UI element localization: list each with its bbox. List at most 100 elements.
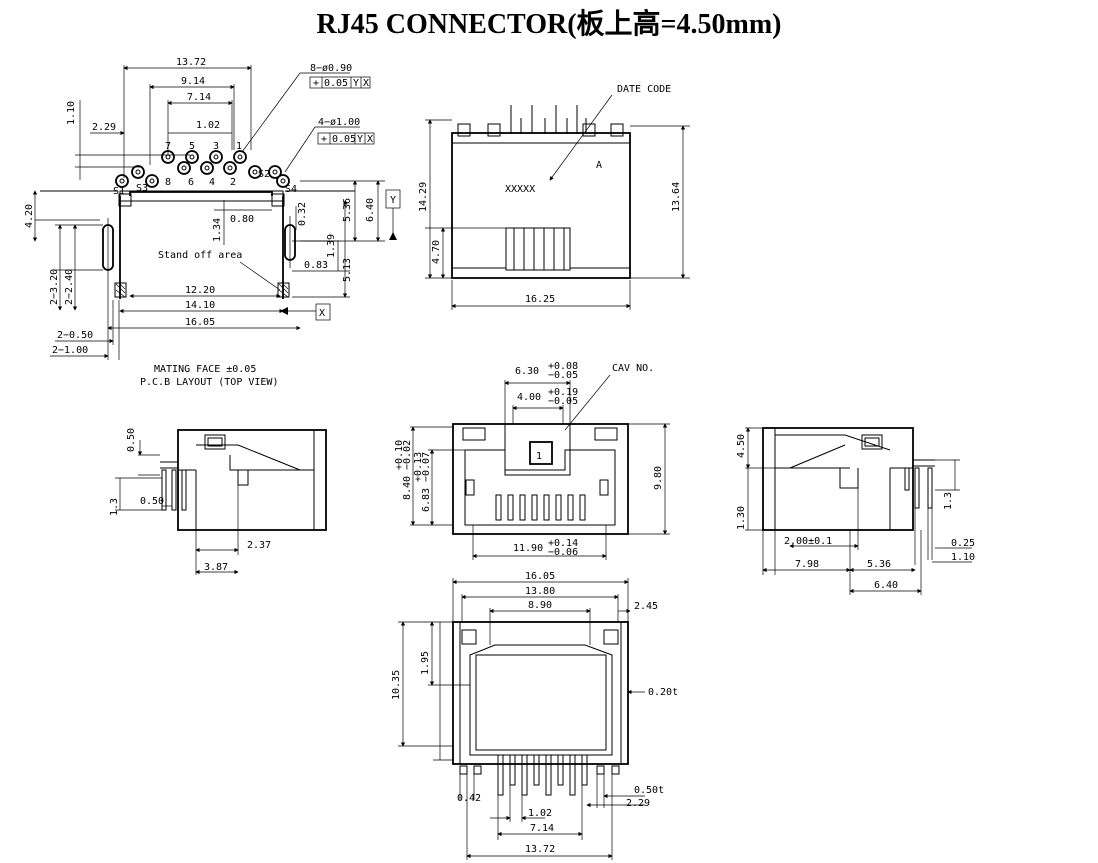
dim-5-13: 5.13 xyxy=(342,258,353,282)
dim-13-64: 13.64 xyxy=(671,182,682,212)
dim-12-20: 12.20 xyxy=(185,285,215,296)
svg-text:+0.10: +0.10 xyxy=(394,440,405,470)
dim-0-50: 0.50 xyxy=(126,428,137,452)
contact-pins xyxy=(495,494,586,521)
pin-label: S1 xyxy=(113,186,125,197)
dim-6-30: 6.30 xyxy=(515,366,539,377)
dim-4-20: 4.20 xyxy=(24,204,35,228)
dim-2x0-50: 2−0.50 xyxy=(57,330,93,341)
marking-a: A xyxy=(596,160,602,171)
pin-label: S2 xyxy=(258,169,270,180)
dim-2-37: 2.37 xyxy=(247,540,271,551)
dim-4-00: 4.00 xyxy=(517,392,541,403)
dim-16-05: 16.05 xyxy=(525,571,555,582)
drawing-title: RJ45 CONNECTOR(板上高=4.50mm) xyxy=(316,9,782,40)
dim-1-34: 1.34 xyxy=(212,218,223,242)
pin-label: 5 xyxy=(189,141,195,152)
bottom-pins xyxy=(459,754,620,796)
dim-0-83: 0.83 xyxy=(304,260,328,271)
tolerance-value: 0.05 xyxy=(332,134,356,145)
svg-text:Y: Y xyxy=(353,78,359,89)
dim-7-98: 7.98 xyxy=(795,559,819,570)
dim-14-29: 14.29 xyxy=(418,182,429,212)
dim-1-3: 1.3 xyxy=(109,498,120,516)
svg-text:−0.06: −0.06 xyxy=(548,547,578,558)
dim-4-70: 4.70 xyxy=(431,240,442,264)
left-side-view: 0.50 1.3 0.50 2.37 3.87 xyxy=(109,428,327,575)
front-view: 1 6.30 +0.08 −0.05 4.00 +0.19 −0.05 CAV … xyxy=(394,361,670,560)
pin-label: S4 xyxy=(285,184,297,195)
dim-1-39: 1.39 xyxy=(326,234,337,258)
dim-2x3-20: 2−3.20 xyxy=(49,269,60,305)
dim-8-40: 8.40 xyxy=(402,476,413,500)
datum-x: X xyxy=(319,308,325,319)
svg-text:X: X xyxy=(367,134,373,145)
dim-5-36: 5.36 xyxy=(867,559,891,570)
pin-label: 7 xyxy=(165,141,171,152)
top-view: XXXXX A DATE CODE 14.29 4.70 13.64 16.25 xyxy=(418,84,690,310)
dim-1-10: 1.10 xyxy=(951,552,975,563)
dim-13-72: 13.72 xyxy=(525,844,555,855)
dim-6-40: 6.40 xyxy=(874,580,898,591)
dim-6-40: 6.40 xyxy=(365,198,376,222)
pin-label: 3 xyxy=(213,141,219,152)
svg-text:+0.08: +0.08 xyxy=(548,361,578,372)
pin-label: 2 xyxy=(230,177,236,188)
dim-7-14: 7.14 xyxy=(187,92,211,103)
svg-text:+0.19: +0.19 xyxy=(548,387,578,398)
hole-note-4x1-00: 4−ø1.00 xyxy=(318,117,360,128)
stand-off-area-label: Stand off area xyxy=(158,250,242,261)
dim-8-90: 8.90 xyxy=(528,600,552,611)
dim-1-10: 1.10 xyxy=(66,101,77,125)
dim-1-02: 1.02 xyxy=(196,120,220,131)
dim-1-95: 1.95 xyxy=(420,651,431,675)
dim-10-35: 10.35 xyxy=(391,670,402,700)
dim-2-29: 2.29 xyxy=(626,798,650,809)
dim-16-25: 16.25 xyxy=(525,294,555,305)
datum-y: Y xyxy=(390,195,396,206)
pcb-layout-view: 7 5 3 1 8 6 4 2 S1 S3 S2 S4 13.72 9.14 7… xyxy=(24,57,401,388)
pin-label: S3 xyxy=(136,183,148,194)
dim-9-14: 9.14 xyxy=(181,76,205,87)
pin-label: 6 xyxy=(188,177,194,188)
svg-text:+: + xyxy=(321,134,327,145)
pin-holes xyxy=(115,150,290,188)
dim-13-72: 13.72 xyxy=(176,57,206,68)
dim-1-02: 1.02 xyxy=(528,808,552,819)
dim-16-05: 16.05 xyxy=(185,317,215,328)
right-side-view: 4.50 1.30 1.3 0.25 1.10 2.00±0.1 7.98 5.… xyxy=(736,427,975,595)
dim-0-32: 0.32 xyxy=(297,202,308,226)
dim-2x1-00: 2−1.00 xyxy=(52,345,88,356)
dim-0-20t: 0.20t xyxy=(648,687,678,698)
pin-label: 8 xyxy=(165,177,171,188)
dim-2x2-40: 2−2.40 xyxy=(64,269,75,305)
svg-text:−0.05: −0.05 xyxy=(548,370,578,381)
dim-13-80: 13.80 xyxy=(525,586,555,597)
dim-3-87: 3.87 xyxy=(204,562,228,573)
caption-pcb-layout: P.C.B LAYOUT (TOP VIEW) xyxy=(140,377,278,388)
dim-2-45: 2.45 xyxy=(634,601,658,612)
dim-1-3: 1.3 xyxy=(943,492,954,510)
caption-mating-face: MATING FACE ±0.05 xyxy=(154,364,256,375)
cav-number-value: 1 xyxy=(536,451,542,462)
dim-4-50: 4.50 xyxy=(736,434,747,458)
svg-text:−0.07: −0.07 xyxy=(421,452,432,482)
dim-11-90: 11.90 xyxy=(513,543,543,554)
dim-14-10: 14.10 xyxy=(185,300,215,311)
svg-text:X: X xyxy=(363,78,369,89)
dim-1-30: 1.30 xyxy=(736,506,747,530)
dim-6-83: 6.83 xyxy=(421,488,432,512)
dim-0-42: 0.42 xyxy=(457,793,481,804)
svg-text:−0.02: −0.02 xyxy=(402,440,413,470)
hole-note-8x0-90: 8−ø0.90 xyxy=(310,63,352,74)
tolerance-value: 0.05 xyxy=(324,78,348,89)
bottom-view: 16.05 13.80 8.90 2.45 10.35 1.95 0.20t 0… xyxy=(391,571,678,860)
dim-0-50t: 0.50t xyxy=(634,785,664,796)
cav-no-label: CAV NO. xyxy=(612,363,654,374)
date-code-label: DATE CODE xyxy=(617,84,671,95)
dim-2-00: 2.00±0.1 xyxy=(784,536,832,547)
pin-label: 1 xyxy=(236,141,242,152)
dim-2-29: 2.29 xyxy=(92,122,116,133)
dim-0-25: 0.25 xyxy=(951,538,975,549)
